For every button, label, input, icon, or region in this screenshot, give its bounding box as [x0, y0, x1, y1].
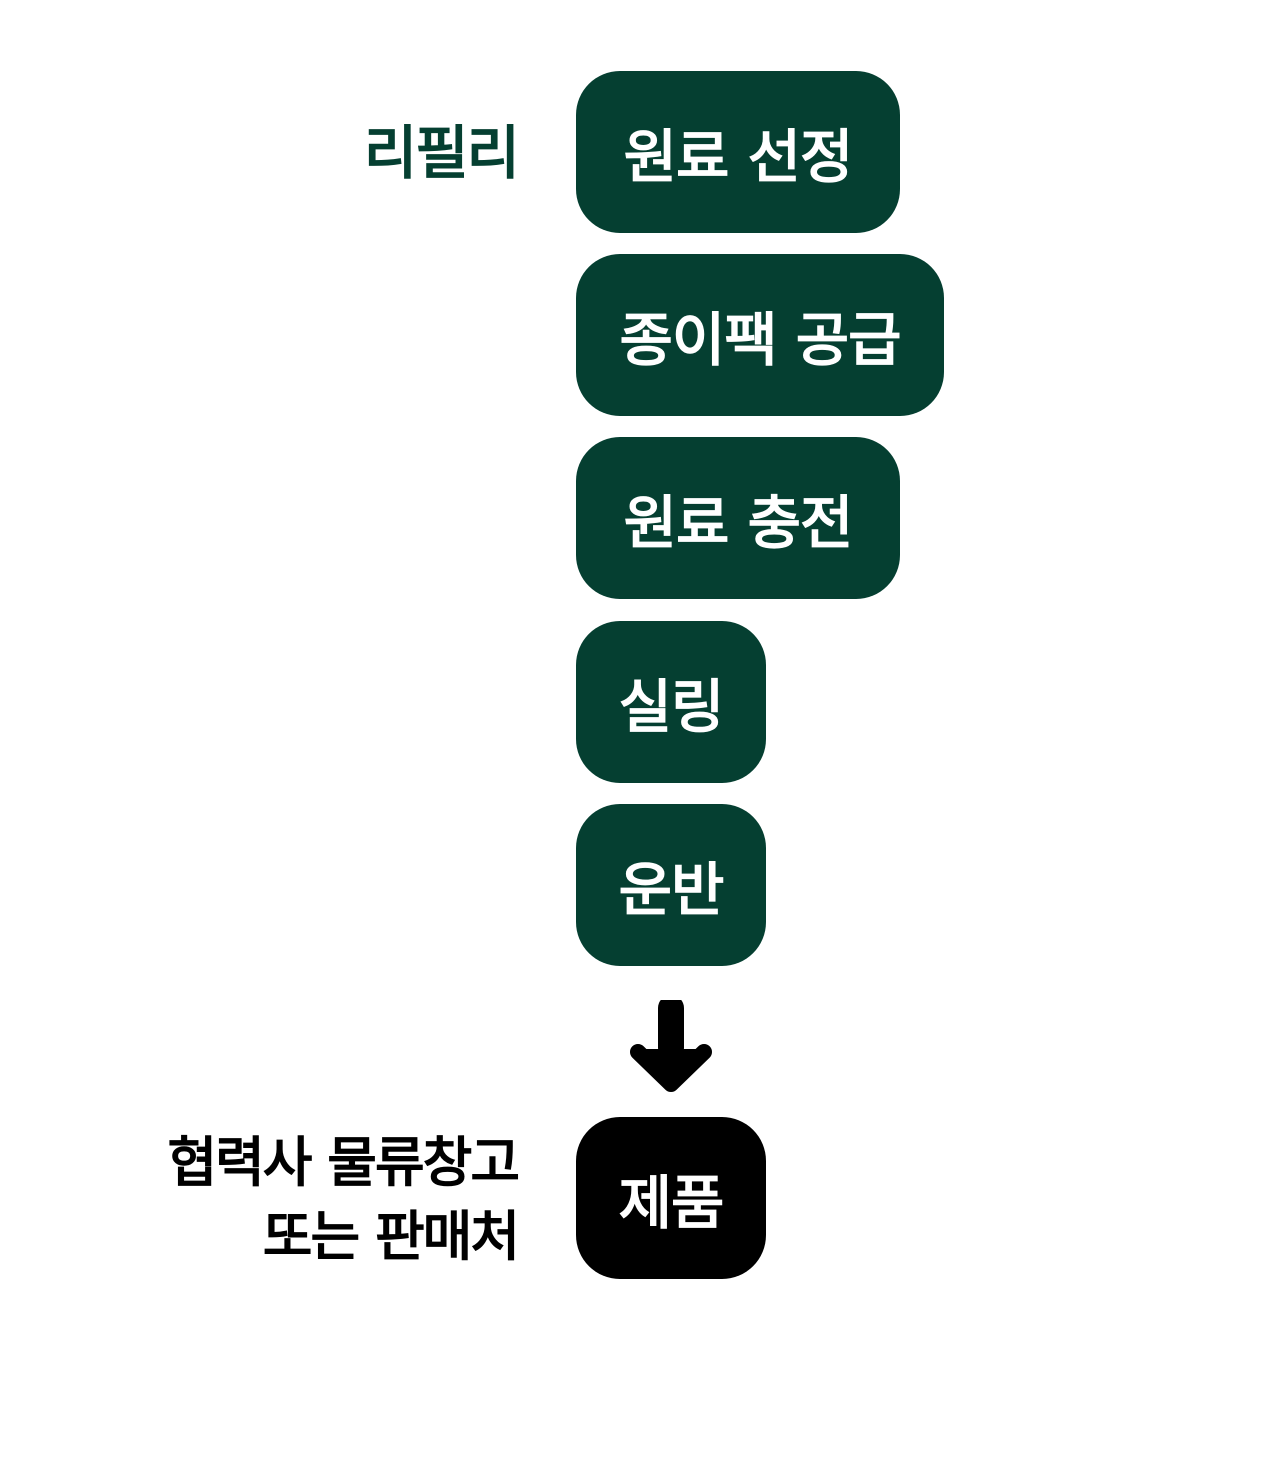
destination-label-line2: 또는 판매처	[262, 1205, 520, 1268]
destination-label: 협력사 물류창고 또는 판매처	[167, 1126, 520, 1274]
step-paper-pack-supply: 종이팩 공급	[576, 254, 944, 416]
step-sealing: 실링	[576, 621, 766, 783]
arrow-down-icon	[630, 1000, 712, 1092]
step-transport: 운반	[576, 804, 766, 966]
product-box: 제품	[576, 1117, 766, 1279]
source-label: 리필리	[363, 119, 520, 187]
step-material-selection: 원료 선정	[576, 71, 900, 233]
destination-label-line1: 협력사 물류창고	[167, 1131, 520, 1194]
step-material-filling: 원료 충전	[576, 437, 900, 599]
